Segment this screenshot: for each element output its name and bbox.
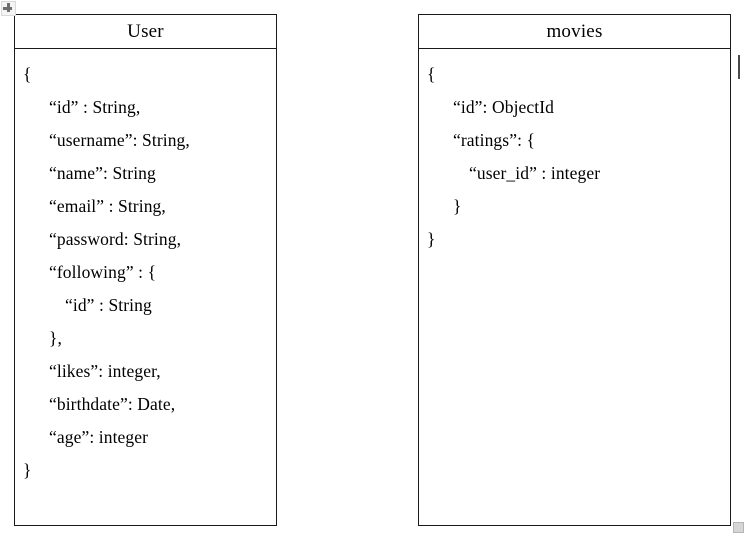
- field-line: “id” : String: [65, 295, 152, 315]
- field-line: {: [427, 64, 436, 84]
- move-cross-horizontal: [3, 7, 12, 10]
- entity-header-user: User: [15, 15, 276, 49]
- field-line: “id”: ObjectId: [453, 97, 555, 117]
- field-line: “following” : {: [49, 262, 157, 282]
- table-resize-handle[interactable]: [733, 522, 744, 533]
- field-line: “likes”: integer,: [49, 361, 161, 381]
- field-line: “username”: String,: [49, 130, 190, 150]
- field-line: },: [49, 328, 62, 348]
- entity-header-movies: movies: [419, 15, 730, 49]
- text-caret: [738, 55, 740, 79]
- field-line: “password: String,: [49, 229, 182, 249]
- field-line: {: [23, 64, 32, 84]
- field-line: }: [453, 196, 462, 216]
- field-line: “birthdate”: Date,: [49, 394, 176, 414]
- entity-body-user[interactable]: { “id” : String, “username”: String, “na…: [15, 49, 276, 525]
- field-line: }: [23, 460, 32, 480]
- field-line: “name”: String: [49, 163, 156, 183]
- field-line: “user_id” : integer: [469, 163, 601, 183]
- entity-box-user[interactable]: User { “id” : String, “username”: String…: [14, 14, 277, 526]
- entity-body-movies[interactable]: { “id”: ObjectId “ratings”: { “user_id” …: [419, 49, 730, 525]
- field-line: “ratings”: {: [453, 130, 536, 150]
- entity-title-user: User: [127, 21, 164, 42]
- field-line: }: [427, 229, 436, 249]
- field-line: “age”: integer: [49, 427, 149, 447]
- field-line: “email” : String,: [49, 196, 166, 216]
- field-line: “id” : String,: [49, 97, 141, 117]
- entity-box-movies[interactable]: movies { “id”: ObjectId “ratings”: { “us…: [418, 14, 731, 526]
- entity-title-movies: movies: [546, 21, 603, 42]
- table-move-handle-icon[interactable]: [1, 1, 16, 16]
